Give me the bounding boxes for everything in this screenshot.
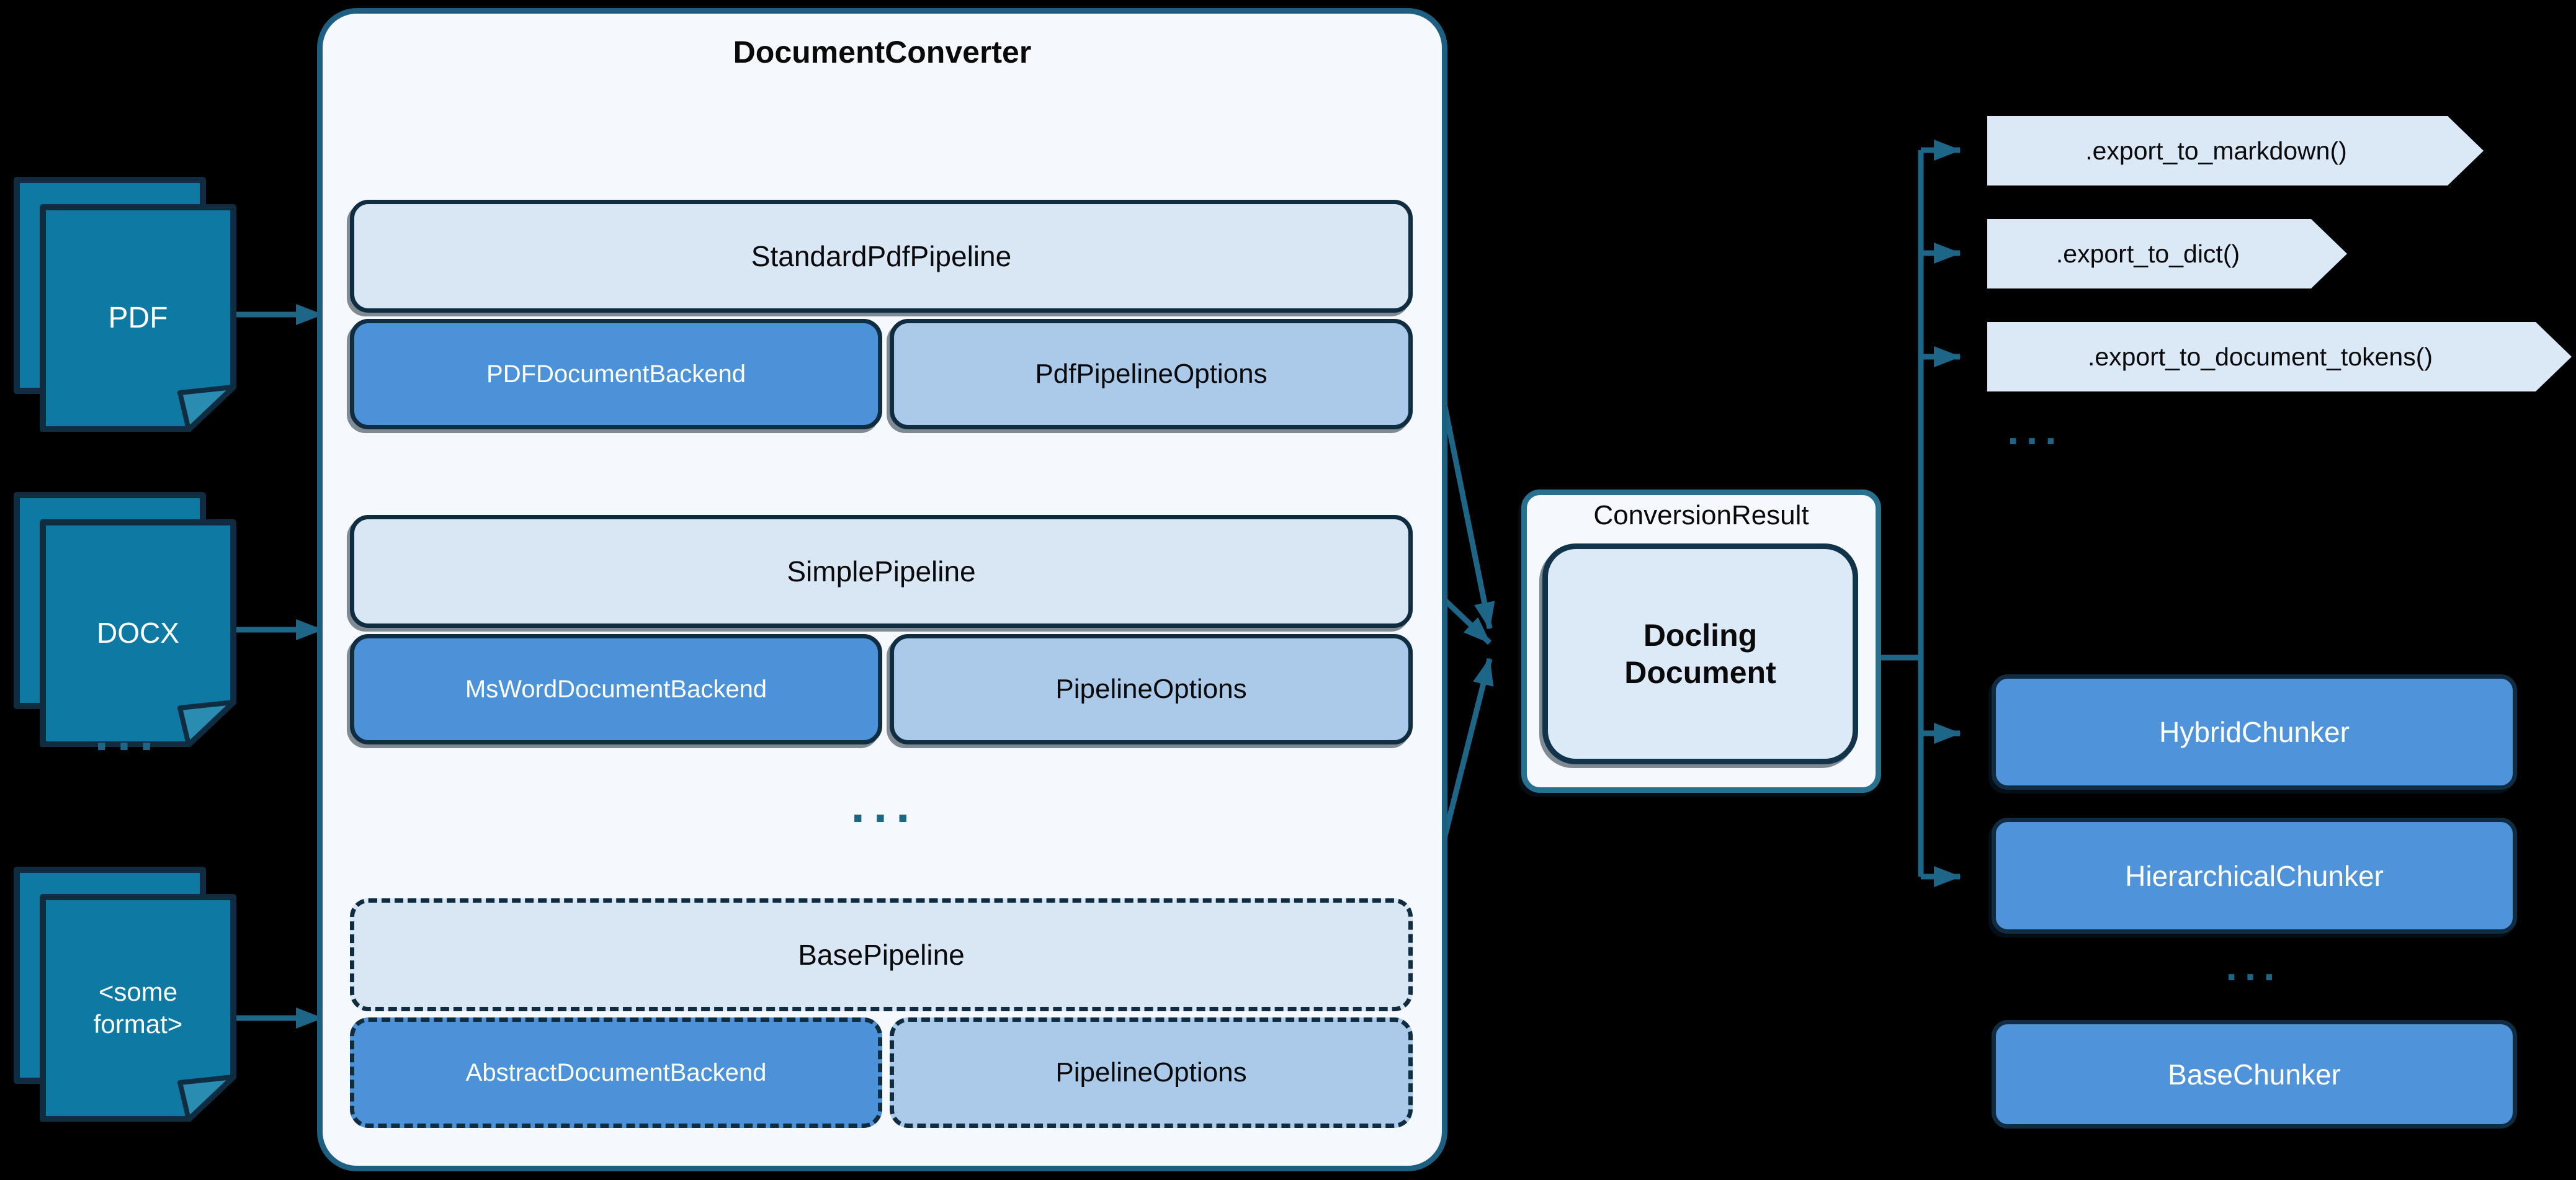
base-pipeline-box: BasePipeline xyxy=(350,898,1413,1011)
simple-pipeline-box: SimplePipeline xyxy=(350,515,1413,628)
page-fold-corner xyxy=(177,385,236,432)
export-to-document-tokens-chevron: .export_to_document_tokens() xyxy=(1987,322,2572,391)
document-pages-icon xyxy=(14,492,236,747)
input-some-format-label: <some format> xyxy=(93,977,183,1039)
input-docx: DOCX xyxy=(13,491,240,747)
standard-pdf-pipeline-box: StandardPdfPipeline xyxy=(350,200,1413,313)
input-pdf: PDF xyxy=(13,176,240,432)
document-converter-title: DocumentConverter xyxy=(733,35,1032,69)
input-pdf-label: PDF xyxy=(108,302,168,334)
chunkers-ellipsis: ... xyxy=(2225,943,2283,989)
conversion-result-label: ConversionResult xyxy=(1593,500,1809,530)
hybrid-chunker-box: HybridChunker xyxy=(1992,674,2517,790)
pdf-pipeline-options-box: PdfPipelineOptions xyxy=(890,319,1413,429)
base-chunker-box: BaseChunker xyxy=(1992,1020,2517,1129)
export-to-markdown-chevron: .export_to_markdown() xyxy=(1987,116,2484,185)
docling-document-label: Docling Document xyxy=(1624,618,1776,690)
export-to-dict-chevron: .export_to_dict() xyxy=(1987,219,2347,288)
abstract-document-backend-box: AbstractDocumentBackend xyxy=(350,1017,882,1128)
input-some-format: <some format> xyxy=(13,866,240,1122)
pipeline-options-box: PipelineOptions xyxy=(890,634,1413,744)
document-pages-icon xyxy=(14,177,236,432)
msword-document-backend-box: MsWordDocumentBackend xyxy=(350,634,882,744)
pdf-document-backend-box: PDFDocumentBackend xyxy=(350,319,882,429)
page-fold-corner xyxy=(177,1075,236,1122)
page-fold-corner xyxy=(177,700,236,747)
base-pipeline-options-box: PipelineOptions xyxy=(890,1017,1413,1128)
inputs-ellipsis: ... xyxy=(94,705,163,761)
converter-ellipsis: ... xyxy=(851,777,919,833)
docling-document-box: Docling Document xyxy=(1542,543,1858,764)
exports-ellipsis: ... xyxy=(2007,407,2064,453)
document-pages-icon xyxy=(14,867,236,1122)
hierarchical-chunker-box: HierarchicalChunker xyxy=(1992,818,2517,934)
input-docx-label: DOCX xyxy=(97,617,179,650)
